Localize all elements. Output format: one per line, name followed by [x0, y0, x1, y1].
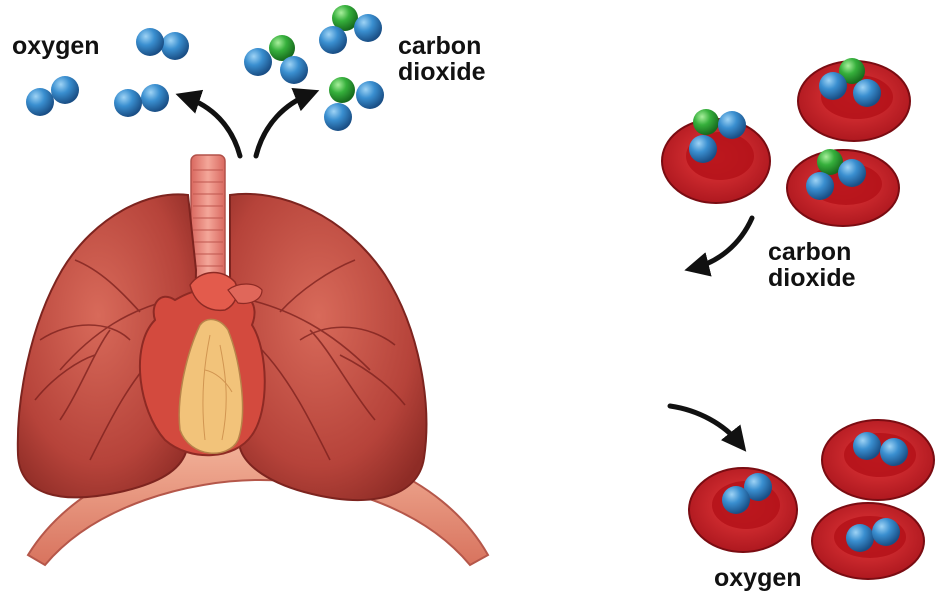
red-blood-cell-oxygen	[811, 502, 925, 580]
rbc-group-co2	[661, 58, 911, 227]
oxygen-label-bottom: oxygen	[714, 564, 802, 592]
arrow-right-icon	[253, 87, 320, 159]
red-blood-cell-co2	[786, 149, 900, 227]
oxygen-label-top-text: oxygen	[12, 32, 100, 60]
red-blood-cell-co2	[797, 58, 911, 142]
oxygen-molecule-icon	[114, 84, 169, 117]
arrow-in-icon	[667, 403, 747, 452]
carbon-label-line: carbon	[768, 238, 852, 266]
lungs-illustration	[16, 154, 490, 567]
co2-molecule-icon	[244, 35, 308, 84]
oxygen-molecule-icon	[26, 76, 79, 116]
trachea	[190, 154, 226, 286]
co2-molecules-top	[244, 5, 384, 131]
arrow-left-icon	[175, 89, 243, 159]
carbon-dioxide-label-right: carbon dioxide	[768, 238, 856, 292]
red-blood-cell-oxygen	[688, 467, 798, 553]
co2-molecule-icon	[324, 77, 384, 131]
heart	[138, 271, 266, 457]
rbc-group-oxygen	[688, 419, 935, 580]
arrow-out-icon	[684, 215, 755, 277]
co2-molecule-icon	[319, 5, 382, 54]
oxygen-molecules-top	[26, 28, 189, 117]
dioxide-label-line: dioxide	[768, 263, 856, 292]
red-blood-cell-co2	[661, 109, 771, 204]
dioxide-label-line: dioxide	[398, 57, 486, 86]
oxygen-label-top: oxygen	[12, 32, 100, 60]
heart-fat	[178, 318, 244, 454]
red-blood-cell-oxygen	[821, 419, 935, 501]
oxygen-molecule-icon	[136, 28, 189, 60]
carbon-dioxide-label-top: carbon dioxide	[398, 32, 486, 86]
oxygen-label-bottom-text: oxygen	[714, 564, 802, 592]
carbon-label-line: carbon	[398, 32, 482, 60]
